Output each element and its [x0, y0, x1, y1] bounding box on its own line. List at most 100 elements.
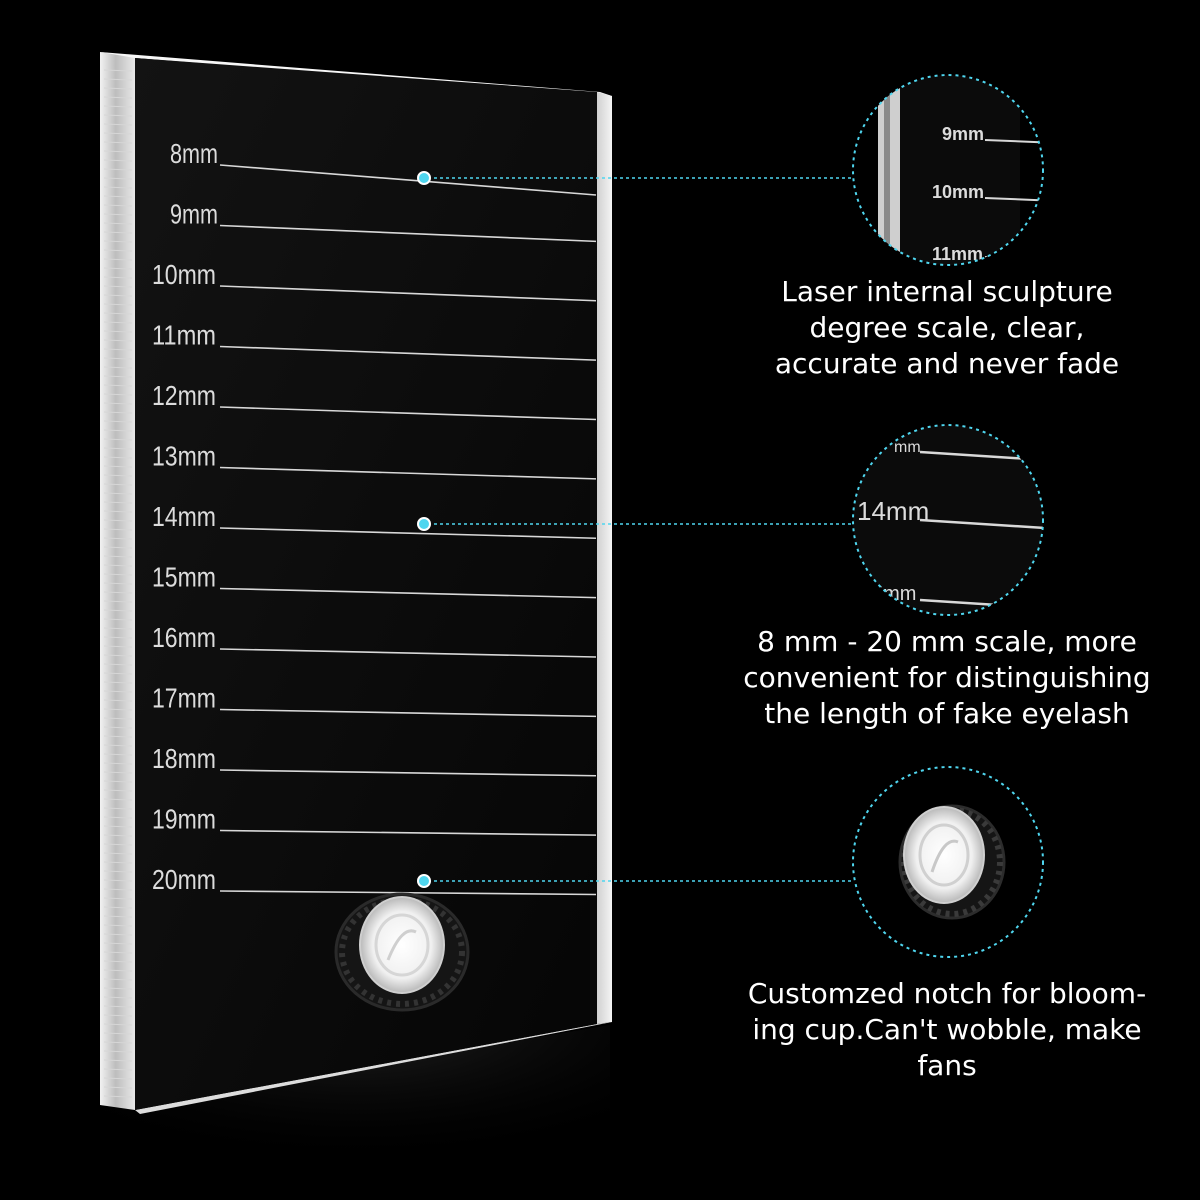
edge-tick: [103, 1086, 133, 1089]
edge-tick: [103, 843, 133, 846]
edge-tick: [103, 987, 133, 990]
edge-tick: [103, 285, 133, 288]
edge-tick: [103, 933, 133, 936]
edge-tick: [103, 141, 133, 144]
edge-tick: [103, 870, 133, 873]
edge-tick: [103, 969, 133, 972]
scale-line: [219, 527, 597, 540]
edge-tick: [103, 168, 133, 171]
edge-tick: [103, 474, 133, 477]
edge-tick: [103, 663, 133, 666]
edge-tick: [103, 222, 133, 225]
edge-tick: [103, 357, 133, 360]
edge-tick: [103, 510, 133, 513]
edge-tick: [103, 240, 133, 243]
edge-tick: [103, 681, 133, 684]
edge-tick: [103, 249, 133, 252]
scale-label-11mm: 11mm: [152, 320, 216, 351]
scale-line: [219, 648, 597, 658]
edge-tick: [103, 105, 133, 108]
edge-tick: [103, 1023, 133, 1026]
edge-tick: [103, 429, 133, 432]
scale-label-20mm: 20mm: [152, 864, 216, 895]
edge-texture: [103, 69, 133, 1098]
scale-line: [219, 587, 597, 599]
edge-tick: [103, 411, 133, 414]
edge-tick: [103, 654, 133, 657]
edge-tick: [103, 996, 133, 999]
edge-tick: [103, 690, 133, 693]
edge-tick: [103, 330, 133, 333]
zoom-circle-1: 9mm 10mm 11mm: [852, 74, 1044, 266]
callout-1-connector: [417, 171, 852, 185]
caption-line: fans: [917, 1049, 977, 1082]
caption-cup-notch: Customzed notch for bloom- ing cup.Can't…: [737, 976, 1157, 1084]
edge-tick: [103, 978, 133, 981]
edge-tick: [103, 519, 133, 522]
caption-line: convenient for distinguishing: [743, 661, 1151, 694]
edge-tick: [103, 195, 133, 198]
scale-label-12mm: 12mm: [152, 380, 216, 411]
edge-tick: [103, 915, 133, 918]
edge-tick: [103, 303, 133, 306]
scale-line: [219, 345, 597, 361]
scale-label-9mm: 9mm: [170, 199, 218, 230]
caption-line: degree scale, clear,: [809, 311, 1085, 344]
edge-tick: [103, 231, 133, 234]
scale-label-8mm: 8mm: [170, 138, 218, 169]
callout-3-connector: [417, 874, 852, 888]
edge-tick: [103, 600, 133, 603]
zoom-2-label-14mm: 14mm: [857, 496, 929, 526]
edge-tick: [103, 1032, 133, 1035]
scale-label-15mm: 15mm: [152, 562, 216, 593]
edge-tick: [103, 123, 133, 126]
edge-tick: [103, 834, 133, 837]
edge-tick: [103, 888, 133, 891]
edge-tick: [103, 420, 133, 423]
scale-line: [219, 406, 597, 421]
edge-tick: [103, 465, 133, 468]
edge-tick: [103, 384, 133, 387]
edge-tick: [103, 276, 133, 279]
zoom-1-label-9mm: 9mm: [942, 124, 984, 144]
tile-right-edge: [597, 92, 612, 1024]
edge-tick: [103, 906, 133, 909]
edge-tick: [103, 789, 133, 792]
caption-line: ing cup.Can't wobble, make: [752, 1013, 1142, 1046]
edge-tick: [103, 348, 133, 351]
edge-tick: [103, 402, 133, 405]
edge-tick: [103, 492, 133, 495]
edge-tick: [103, 69, 133, 72]
edge-tick: [103, 546, 133, 549]
edge-tick: [103, 1077, 133, 1080]
edge-tick: [103, 483, 133, 486]
scale-line: [219, 285, 597, 302]
edge-tick: [103, 744, 133, 747]
scale-labels: 8mm9mm10mm11mm12mm13mm14mm15mm16mm17mm18…: [152, 138, 218, 895]
edge-tick: [103, 366, 133, 369]
edge-tick: [103, 555, 133, 558]
zoom-2-label-top: mm: [894, 439, 921, 456]
edge-tick: [103, 807, 133, 810]
edge-tick: [103, 780, 133, 783]
edge-tick: [103, 1041, 133, 1044]
edge-tick: [103, 150, 133, 153]
tile-left-edge: [100, 52, 135, 1110]
scale-line: [219, 466, 597, 480]
edge-tick: [103, 609, 133, 612]
edge-tick: [103, 1005, 133, 1008]
edge-tick: [103, 186, 133, 189]
edge-tick: [103, 564, 133, 567]
scale-label-18mm: 18mm: [152, 743, 216, 774]
callout-2-connector: [417, 517, 852, 531]
edge-tick: [103, 618, 133, 621]
scale-label-14mm: 14mm: [152, 501, 216, 532]
caption-line: Laser internal sculpture: [781, 275, 1113, 308]
scale-line: [219, 224, 597, 243]
scale-label-10mm: 10mm: [152, 259, 216, 290]
edge-tick: [103, 798, 133, 801]
zoom-circle-2: mm 14mm 5mm: [852, 424, 1044, 616]
edge-tick: [103, 258, 133, 261]
scale-label-13mm: 13mm: [152, 441, 216, 472]
